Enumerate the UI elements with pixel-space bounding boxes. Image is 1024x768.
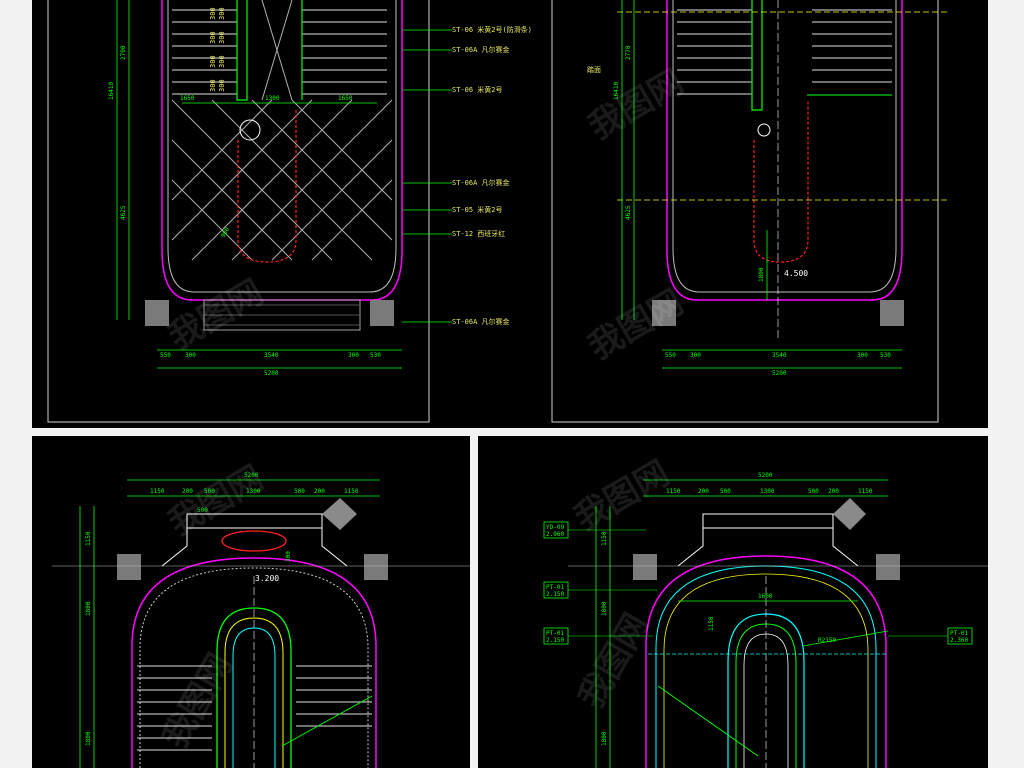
svg-text:1800: 1800 bbox=[601, 731, 608, 746]
dim-bottom-2: 300 bbox=[690, 352, 701, 359]
level-mark: 4.500 bbox=[784, 269, 808, 278]
svg-text:1600: 1600 bbox=[758, 593, 773, 600]
dim-top-total: 5200 bbox=[758, 472, 773, 479]
stair-numbers: 300 300 300 300 300 300 300 300 bbox=[209, 7, 226, 92]
svg-text:1300: 1300 bbox=[760, 488, 775, 495]
svg-text:2.960: 2.960 bbox=[546, 531, 564, 538]
watermark: 我图网 bbox=[571, 607, 657, 715]
svg-text:300: 300 bbox=[285, 551, 292, 562]
svg-text:1800: 1800 bbox=[85, 731, 92, 746]
svg-text:2.360: 2.360 bbox=[950, 637, 968, 644]
svg-text:300: 300 bbox=[218, 55, 226, 68]
dim-vert: 1800 bbox=[758, 267, 765, 282]
svg-text:300: 300 bbox=[218, 31, 226, 44]
svg-text:1150: 1150 bbox=[344, 488, 359, 495]
callout-1: ST-06 米黄2号(防滑条) bbox=[452, 25, 532, 34]
svg-text:1150: 1150 bbox=[150, 488, 165, 495]
svg-text:YD-09: YD-09 bbox=[546, 524, 564, 531]
dim-bottom-1: 550 bbox=[160, 352, 171, 359]
svg-text:500: 500 bbox=[808, 488, 819, 495]
dim-left-1: 2770 bbox=[625, 45, 632, 60]
svg-text:500: 500 bbox=[197, 507, 208, 514]
dim-top-2: 1300 bbox=[265, 95, 280, 102]
panel-elevations: 1650 1300 1650 2700 16410 4625 900 550 3… bbox=[32, 0, 988, 428]
svg-text:1150: 1150 bbox=[858, 488, 873, 495]
dim-left-3: 4625 bbox=[625, 205, 632, 220]
dim-left-3: 4625 bbox=[120, 205, 127, 220]
panel-plan-c: 5200 1150 200 500 1300 500 200 1150 1150… bbox=[32, 436, 470, 768]
dim-bottom-5: 530 bbox=[370, 352, 381, 359]
elevation-b: 2770 16410 4625 1800 4.500 踏面 550 300 35… bbox=[587, 0, 947, 377]
svg-text:1150: 1150 bbox=[708, 616, 715, 631]
dim-diag: 900 bbox=[220, 226, 232, 239]
svg-text:R2150: R2150 bbox=[818, 637, 836, 644]
svg-text:200: 200 bbox=[314, 488, 325, 495]
svg-text:500: 500 bbox=[720, 488, 731, 495]
svg-text:1300: 1300 bbox=[246, 488, 261, 495]
svg-text:300: 300 bbox=[209, 55, 217, 68]
svg-text:300: 300 bbox=[209, 31, 217, 44]
dim-bottom-5: 530 bbox=[880, 352, 891, 359]
material-callouts: ST-06 米黄2号(防滑条) ST-06A 凡尔赛金 ST-06 米黄2号 S… bbox=[452, 25, 532, 326]
label-left: 踏面 bbox=[587, 65, 601, 74]
dim-bottom-3: 3540 bbox=[264, 352, 279, 359]
svg-text:300: 300 bbox=[218, 7, 226, 20]
plan-c-drawing: 5200 1150 200 500 1300 500 200 1150 1150… bbox=[52, 458, 470, 768]
svg-text:300: 300 bbox=[209, 79, 217, 92]
svg-text:PT-01: PT-01 bbox=[546, 584, 564, 591]
callout-2: ST-06A 凡尔赛金 bbox=[452, 45, 510, 54]
watermark: 我图网 bbox=[155, 647, 241, 755]
svg-text:200: 200 bbox=[828, 488, 839, 495]
plan-d-drawing: 5200 1150 200 500 1300 500 200 1150 1150… bbox=[543, 453, 988, 768]
callout-3: ST-06 米黄2号 bbox=[452, 85, 503, 94]
svg-text:500: 500 bbox=[204, 488, 215, 495]
watermark: 我图网 bbox=[582, 62, 690, 148]
svg-text:1800: 1800 bbox=[85, 601, 92, 616]
dim-top-3: 1650 bbox=[338, 95, 353, 102]
dim-left-2: 16410 bbox=[613, 82, 620, 100]
elevation-a: 1650 1300 1650 2700 16410 4625 900 550 3… bbox=[108, 0, 532, 377]
callout-5: ST-05 米黄2号 bbox=[452, 205, 503, 214]
level-mark: 3.200 bbox=[255, 574, 279, 583]
svg-text:2.150: 2.150 bbox=[546, 591, 564, 598]
svg-text:PT-01: PT-01 bbox=[950, 630, 968, 637]
callout-6: ST-12 西班牙红 bbox=[452, 229, 505, 238]
dim-bottom-2: 300 bbox=[185, 352, 196, 359]
elevations-drawing: 1650 1300 1650 2700 16410 4625 900 550 3… bbox=[47, 0, 947, 423]
dim-bottom-4: 300 bbox=[857, 352, 868, 359]
dim-total: 5200 bbox=[264, 370, 279, 377]
panel-plan-d: 5200 1150 200 500 1300 500 200 1150 1150… bbox=[478, 436, 988, 768]
dim-left-2: 16410 bbox=[108, 82, 115, 100]
watermark: 我图网 bbox=[162, 272, 270, 358]
svg-text:200: 200 bbox=[182, 488, 193, 495]
watermark: 我图网 bbox=[568, 453, 676, 539]
svg-text:PT-01: PT-01 bbox=[546, 630, 564, 637]
dim-bottom-4: 300 bbox=[348, 352, 359, 359]
dim-bottom-3: 3540 bbox=[772, 352, 787, 359]
elevation-tags: YD-09 2.960 PT-01 2.150 PT-01 2.150 PT-0… bbox=[543, 521, 973, 645]
dim-left-1: 2700 bbox=[120, 45, 127, 60]
svg-text:1800: 1800 bbox=[601, 601, 608, 616]
svg-text:1150: 1150 bbox=[666, 488, 681, 495]
dim-bottom-1: 550 bbox=[665, 352, 676, 359]
callout-7: ST-06A 凡尔赛金 bbox=[452, 317, 510, 326]
svg-text:300: 300 bbox=[209, 7, 217, 20]
callout-4: ST-06A 凡尔赛金 bbox=[452, 178, 510, 187]
svg-text:500: 500 bbox=[294, 488, 305, 495]
svg-text:1150: 1150 bbox=[85, 531, 92, 546]
svg-text:200: 200 bbox=[698, 488, 709, 495]
dim-top-1: 1650 bbox=[180, 95, 195, 102]
svg-text:1150: 1150 bbox=[601, 531, 608, 546]
dim-total: 5200 bbox=[772, 370, 787, 377]
svg-text:300: 300 bbox=[218, 79, 226, 92]
svg-text:2.150: 2.150 bbox=[546, 637, 564, 644]
dim-top-total: 5200 bbox=[244, 472, 259, 479]
